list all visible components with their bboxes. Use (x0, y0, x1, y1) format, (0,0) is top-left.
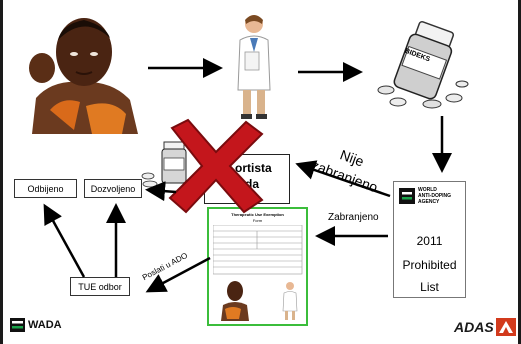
wada-emblem-icon (399, 188, 415, 204)
wada-logo-icon (10, 318, 25, 332)
adas-logo-text: ADAS (454, 319, 494, 335)
form-subtitle: Form (252, 218, 263, 223)
dozvoljeno-box: Dozvoljeno (84, 179, 142, 198)
tue-odbor-box: TUE odbor (70, 277, 130, 296)
form-title: Therapeutic Use Exemption (231, 212, 284, 217)
list-line3: List (420, 280, 439, 294)
org-line2: ANTI-DOPING (418, 193, 452, 199)
form-fields (213, 225, 303, 275)
wada-logo: WADA (10, 318, 62, 332)
org-line1: WORLD (418, 187, 437, 193)
adas-logo: ADAS (454, 318, 516, 336)
arrow-poslati (145, 256, 211, 293)
form-athlete-image (221, 281, 249, 321)
athlete-image (22, 10, 144, 134)
wada-logo-text: WADA (28, 319, 62, 331)
cross-icon (168, 118, 264, 214)
pill-bottle-image (377, 20, 469, 109)
prohibited-list-card: WORLD ANTI-DOPING AGENCY 2011 Prohibited… (393, 181, 466, 298)
list-year: 2011 (416, 234, 443, 248)
odbijeno-box: Odbijeno (14, 179, 77, 198)
tue-form: Therapeutic Use Exemption Form (207, 207, 308, 326)
arrow-card-dozvoljeno (145, 181, 177, 202)
org-line3: AGENCY (418, 199, 440, 205)
arrow-nije (295, 160, 391, 198)
zabranjeno-label: Zabranjeno (328, 212, 379, 223)
form-doctor-image (282, 282, 298, 320)
small-bottle-image (141, 141, 187, 188)
arrow-tue-odbijeno (43, 203, 86, 278)
crossed-card-line1: ortista (235, 161, 272, 175)
doctor-image (237, 15, 271, 119)
adas-emblem-icon (495, 318, 516, 336)
list-line2: Prohibited (402, 258, 457, 272)
